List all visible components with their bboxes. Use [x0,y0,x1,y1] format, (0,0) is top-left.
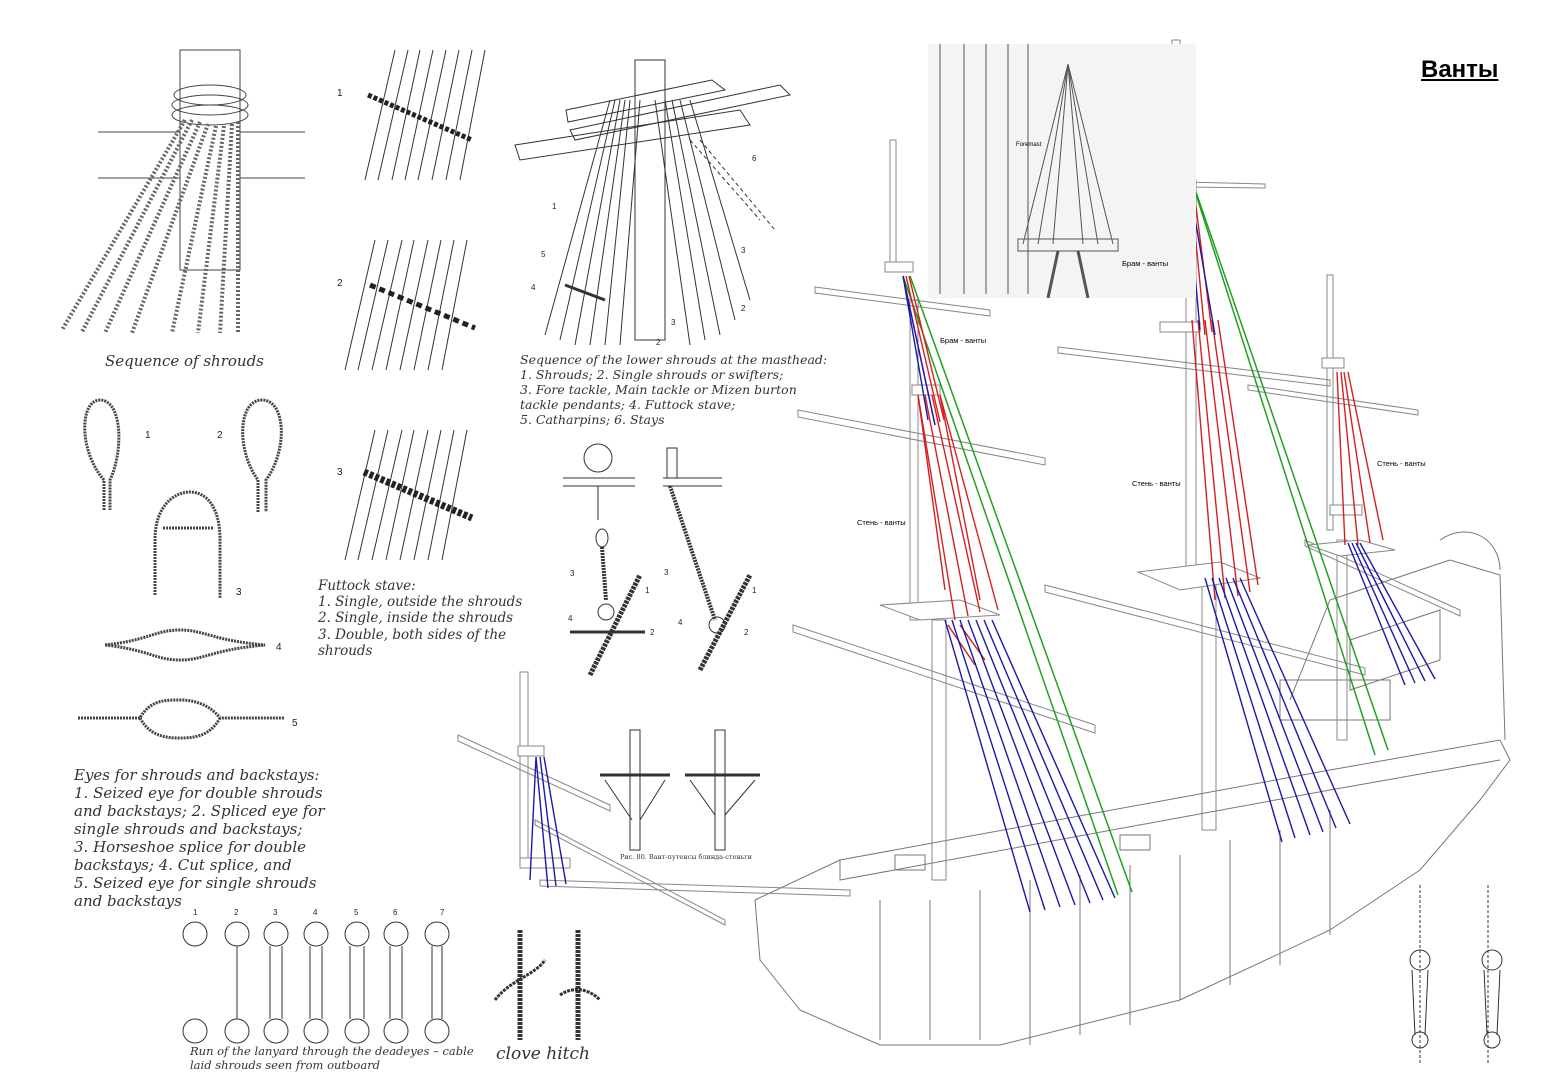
lanyard-step-number: 4 [313,908,318,917]
lanyard-step-number: 5 [354,908,359,917]
deadeye-number: 3 [664,568,669,577]
deadeye-number: 2 [650,628,655,637]
deadeye-number: 4 [678,618,683,627]
stave-number: 2 [337,278,343,289]
deadeye-number: 1 [752,586,757,595]
deadeye-number: 2 [744,628,749,637]
mast-number: 3 [671,318,676,327]
fig80-drawing [600,729,760,851]
ship-tops [517,149,1396,869]
stave-number: 1 [337,88,343,99]
mast-number: 6 [752,154,757,163]
foremast-label: Foremast [1016,142,1042,148]
label-bram-top: Брам - ванты [1122,259,1169,268]
foremast-inset-photo: Foremast [928,44,1196,299]
label-sten-main: Стень - ванты [1132,479,1181,488]
stays [902,159,1389,896]
eye-splice-drawings [78,398,285,740]
lower-shrouds [529,159,1436,913]
deadeye-number: 1 [645,586,650,595]
deadeye-number: 3 [570,569,575,578]
stave-number: 3 [337,467,343,478]
mast-number: 5 [541,250,546,259]
mast-number: 2 [741,304,746,313]
eye-number: 4 [276,642,282,653]
mast-number: 2 [656,338,661,347]
lanyard-run-drawings [182,921,450,1044]
eye-number: 2 [217,430,223,441]
caption-eyes: Eyes for shrouds and backstays: 1. Seize… [74,766,325,910]
masthead-drawing [514,59,792,346]
deadeye-number: 4 [568,614,573,623]
lanyard-step-number: 1 [193,908,198,917]
eye-number: 5 [292,718,298,729]
lanyard-step-number: 3 [273,908,278,917]
top-shrouds [902,159,1384,666]
caption-clove-hitch: clove hitch [496,1044,590,1064]
clove-hitch-drawing [493,930,602,1040]
label-sten-mizzen: Стень - ванты [1377,459,1426,468]
caption-lanyard-run: Run of the lanyard through the deadeyes … [190,1044,474,1072]
lanyard-step-number: 6 [393,908,398,917]
mast-number: 4 [531,283,536,292]
page-title: Ванты [1421,56,1499,83]
lanyard-step-number: 2 [234,908,239,917]
caption-futtock-stave: Futtock stave: 1. Single, outside the sh… [318,578,523,659]
mast-number: 1 [552,202,557,211]
sequence-of-shrouds-drawing [60,49,305,334]
caption-fig80: Рис. 80. Вант-путенсы блинда-стеньги [620,853,752,861]
eye-number: 3 [236,587,242,598]
label-sten-fore: Стень - ванты [857,518,906,527]
deadeye-drawings [563,443,753,677]
label-bram-fore: Брам - ванты [940,336,987,345]
eye-number: 1 [145,430,151,441]
ship-hull [754,531,1511,1046]
caption-sequence-of-shrouds: Sequence of shrouds [105,352,264,370]
right-deadeye-drawings [1409,885,1503,1065]
lanyard-step-number: 7 [440,908,445,917]
caption-lower-shrouds: Sequence of the lower shrouds at the mas… [520,352,828,427]
mast-number: 3 [741,246,746,255]
futtock-stave-drawings [344,49,486,561]
